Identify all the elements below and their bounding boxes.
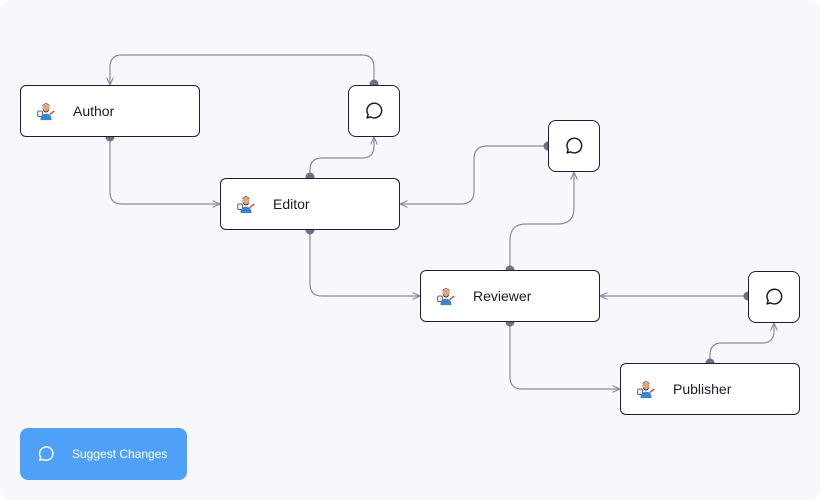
avatar-icon bbox=[437, 288, 455, 306]
edge-comment1-author bbox=[110, 54, 375, 85]
edge-reviewer-publisher bbox=[509, 322, 620, 389]
suggest-changes-button[interactable]: Suggest Changes bbox=[20, 428, 187, 480]
edge-editor-reviewer bbox=[309, 230, 420, 296]
edge-author-editor bbox=[109, 137, 220, 204]
edge-comment2-editor bbox=[400, 145, 548, 204]
edge-reviewer-comment2 bbox=[509, 172, 574, 270]
node-label: Reviewer bbox=[473, 288, 532, 304]
node-author[interactable]: Author bbox=[20, 85, 200, 137]
chat-bubble-icon bbox=[38, 446, 54, 461]
node-label: Publisher bbox=[673, 381, 732, 397]
node-label: Editor bbox=[273, 196, 310, 212]
avatar-icon bbox=[237, 196, 255, 214]
edge-publisher-comment3 bbox=[709, 323, 774, 363]
chat-bubble-icon bbox=[766, 288, 783, 305]
node-label: Author bbox=[73, 103, 115, 119]
chat-bubble-icon bbox=[366, 102, 383, 119]
comment-node-2[interactable] bbox=[548, 120, 600, 172]
avatar-icon bbox=[37, 103, 55, 121]
chat-bubble-icon bbox=[566, 137, 583, 154]
comment-node-1[interactable] bbox=[348, 85, 400, 137]
node-publisher[interactable]: Publisher bbox=[620, 363, 800, 415]
avatar-icon bbox=[637, 381, 655, 399]
comment-node-3[interactable] bbox=[748, 271, 800, 323]
node-reviewer[interactable]: Reviewer bbox=[420, 270, 600, 322]
edge-editor-comment1 bbox=[309, 137, 374, 177]
suggest-changes-label: Suggest Changes bbox=[72, 447, 168, 461]
node-editor[interactable]: Editor bbox=[220, 178, 400, 230]
